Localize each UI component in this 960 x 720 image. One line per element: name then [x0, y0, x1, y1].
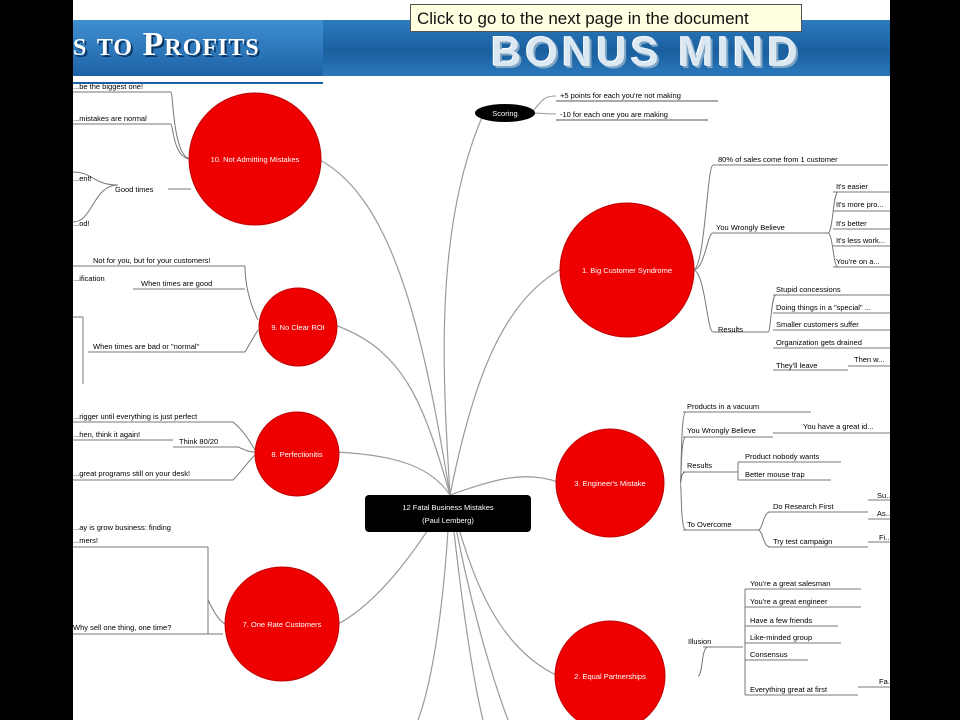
branch-label: ...ent!	[73, 174, 92, 183]
branch-label: Organization gets drained	[776, 338, 862, 347]
branch-label: ...ay is grow business: finding	[73, 523, 171, 532]
node-9-label: 9. No Clear ROI	[271, 323, 324, 332]
node-9-circle[interactable]	[258, 287, 338, 367]
branch-label: Not for you, but for your customers!	[93, 256, 211, 265]
branch-label: Have a few friends	[750, 616, 812, 625]
scoring-label: Scoring	[492, 109, 517, 118]
branch-label: Fi...	[879, 533, 890, 542]
branch-label: Better mouse trap	[745, 470, 805, 479]
branch-label: You're on a...	[836, 257, 880, 266]
scoring-branch: Scoring +5 points for each you're not ma…	[475, 91, 718, 122]
node-1-label: 1. Big Customer Syndrome	[582, 266, 672, 275]
branch-label: They'll leave	[776, 361, 817, 370]
banner-left-band	[73, 20, 323, 76]
branch-label: Consensus	[750, 650, 788, 659]
branch-label: ...hen, think it again!	[73, 430, 140, 439]
branch-label: You have a great id...	[803, 422, 874, 431]
branch-label: As...	[877, 509, 890, 518]
node-2-branch: Illusion You're a great salesman You're …	[688, 579, 890, 696]
topic-nodes: 10. Not Admitting Mistakes 9. No Clear R…	[188, 92, 695, 720]
center-node-title: 12 Fatal Business Mistakes	[402, 503, 494, 512]
banner-title: s to Profits	[73, 26, 260, 63]
branch-label: Think 80/20	[179, 437, 218, 446]
node-7-label: 7. One Rate Customers	[243, 620, 322, 629]
branch-label: Do Research First	[773, 502, 834, 511]
node-10-circle[interactable]	[188, 92, 322, 226]
branch-label: To Overcome	[687, 520, 732, 529]
next-page-tooltip: Click to go to the next page in the docu…	[410, 4, 802, 32]
branch-label: It's less work...	[836, 236, 885, 245]
node-1-circle[interactable]	[559, 202, 695, 338]
branch-label: Results	[718, 325, 743, 334]
branch-label: You're a great salesman	[750, 579, 830, 588]
document-page: s to Profits BONUS MIND Scoring +5 point…	[73, 0, 890, 720]
node-8-label: 8. Perfectionitis	[271, 450, 323, 459]
branch-label: ...mers!	[73, 536, 98, 545]
branch-label: Products in a vacuum	[687, 402, 759, 411]
node-1-branch: 80% of sales come from 1 customer You Wr…	[692, 155, 890, 371]
branch-label: Results	[687, 461, 712, 470]
node-8-branch: ...rigger until everything is just perfe…	[73, 412, 256, 481]
branch-label: You Wrongly Believe	[687, 426, 756, 435]
scoring-item: +5 points for each you're not making	[560, 91, 681, 100]
branch-label: It's more pro...	[836, 200, 884, 209]
node-8-circle[interactable]	[254, 411, 340, 497]
branch-label: You're a great engineer	[750, 597, 828, 606]
branch-label: Doing things in a "special" ...	[776, 303, 871, 312]
node-10-branch: ...be the biggest one! ...mistakes are n…	[73, 82, 192, 228]
mind-map: Scoring +5 points for each you're not ma…	[73, 82, 890, 720]
banner-bonus-text: BONUS MIND	[491, 28, 802, 75]
branch-label: ...great programs still on your desk!	[73, 469, 190, 478]
branch-label: ...rigger until everything is just perfe…	[73, 412, 198, 421]
center-node-subtitle: (Paul Lemberg)	[422, 516, 474, 525]
node-3-label: 3. Engineer's Mistake	[574, 479, 645, 488]
branch-label: ...be the biggest one!	[73, 82, 143, 91]
branch-label: Try test campaign	[773, 537, 832, 546]
node-9-branch: Not for you, but for your customers! ...…	[73, 256, 259, 384]
node-7-circle[interactable]	[224, 566, 340, 682]
node-7-branch: ...ay is grow business: finding ...mers!…	[73, 523, 226, 635]
branch-label: It's better	[836, 219, 867, 228]
branch-label: Stupid concessions	[776, 285, 841, 294]
branch-label: ...mistakes are normal	[73, 114, 147, 123]
scoring-item: -10 for each one you are making	[560, 110, 668, 119]
node-3-circle[interactable]	[555, 428, 665, 538]
branch-label: When times are bad or "normal"	[93, 342, 200, 351]
branch-label: Like-minded group	[750, 633, 812, 642]
node-10-label: 10. Not Admitting Mistakes	[211, 155, 300, 164]
branch-label: 80% of sales come from 1 customer	[718, 155, 838, 164]
branch-label: Product nobody wants	[745, 452, 819, 461]
branch-label: ...od!	[73, 219, 90, 228]
branch-label: Su...	[877, 491, 890, 500]
branch-label: When times are good	[141, 279, 212, 288]
branch-label: You Wrongly Believe	[716, 223, 785, 232]
scoring-node[interactable]	[475, 104, 535, 122]
connector-lines	[319, 114, 564, 720]
branch-label: ...ification	[73, 274, 105, 283]
node-2-circle[interactable]	[554, 620, 666, 720]
branch-label: Good times	[115, 185, 154, 194]
node-3-branch: Products in a vacuum You Wrongly Believe…	[679, 402, 890, 548]
branch-label: Everything great at first	[750, 685, 828, 694]
node-2-label: 2. Equal Partnerships	[574, 672, 646, 681]
banner-underline	[73, 82, 323, 84]
branch-label: Then w...	[854, 355, 884, 364]
branch-label: Why sell one thing, one time?	[73, 623, 171, 632]
branch-label: Illusion	[688, 637, 711, 646]
branch-label: Smaller customers suffer	[776, 320, 859, 329]
branch-label: Fa...	[879, 677, 890, 686]
branch-label: It's easier	[836, 182, 868, 191]
center-node[interactable]: 12 Fatal Business Mistakes (Paul Lemberg…	[365, 495, 531, 532]
